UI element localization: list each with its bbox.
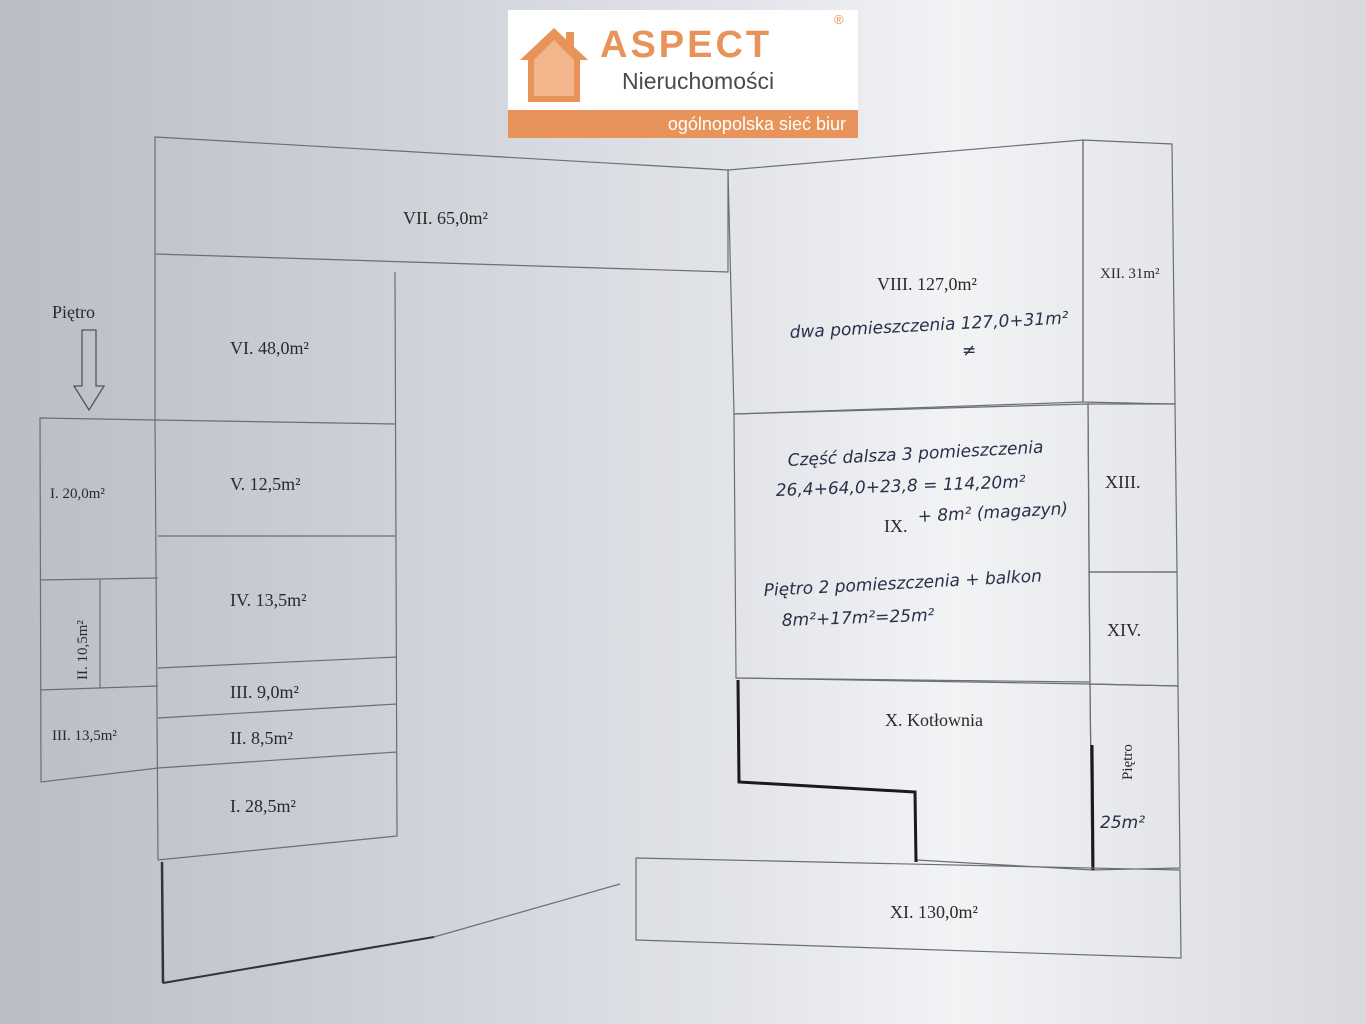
room-label-pietro-side: Piętro bbox=[1120, 744, 1136, 780]
wall-i-ii-left bbox=[39, 577, 159, 581]
room-label-xiii: XIII. bbox=[1105, 472, 1140, 492]
room-label-vii: VII. 65,0m² bbox=[403, 208, 488, 228]
room-label-iii-right: III. 9,0m² bbox=[230, 682, 299, 702]
registered-mark: ® bbox=[834, 12, 844, 27]
room-label-ix: IX. bbox=[884, 516, 908, 536]
room-xi bbox=[635, 857, 1182, 959]
note-pietro-line1: Piętro 2 pomieszczenia + balkon bbox=[763, 566, 1042, 601]
floor-note-label: Piętro bbox=[52, 302, 95, 322]
logo-brand-text: ASPECT bbox=[600, 24, 773, 66]
room-label-i-left: I. 20,0m² bbox=[50, 486, 105, 502]
room-label-iii-left: III. 13,5m² bbox=[52, 728, 117, 744]
left-entrance-bottom bbox=[162, 936, 435, 984]
note-ix-line3: + 8m² (magazyn) bbox=[917, 499, 1068, 527]
logo-subtitle: Nieruchomości bbox=[622, 68, 775, 94]
wall-iii-ii bbox=[157, 703, 398, 719]
room-label-i-right: I. 28,5m² bbox=[230, 796, 296, 816]
room-vii bbox=[154, 136, 729, 273]
floor-arrow-icon bbox=[72, 329, 106, 412]
left-entrance-bold-edge bbox=[160, 861, 165, 984]
room-x bbox=[735, 677, 1093, 871]
wall-vi-v bbox=[154, 419, 397, 425]
aspect-logo: ASPECT ® Nieruchomości ogólnopolska sieć… bbox=[508, 10, 858, 138]
room-label-v: V. 12,5m² bbox=[230, 474, 301, 494]
room-label-xi: XI. 130,0m² bbox=[890, 902, 978, 922]
house-icon bbox=[520, 28, 588, 102]
room-label-vi: VI. 48,0m² bbox=[230, 338, 309, 358]
room-label-x: X. Kotłownia bbox=[885, 710, 983, 730]
left-column-outline bbox=[154, 254, 398, 861]
boiler-room-bold-wall bbox=[736, 679, 918, 863]
pietro-side-bold-wall bbox=[1090, 744, 1095, 871]
note-pietro-line2: 8m²+17m²=25m² bbox=[781, 606, 934, 631]
left-wing-outline bbox=[39, 417, 159, 783]
wall-iv-iii bbox=[157, 656, 398, 669]
room-label-viii: VIII. 127,0m² bbox=[877, 274, 977, 294]
logo-tagline: ogólnopolska sieć biur bbox=[508, 110, 858, 138]
left-entrance-outline bbox=[161, 861, 621, 984]
room-label-ii-left: II. 10,5m² bbox=[75, 620, 91, 680]
wall-ii-iii-left bbox=[39, 685, 159, 691]
note-viii-mark: ≠ bbox=[962, 341, 976, 361]
room-label-xiv: XIV. bbox=[1107, 620, 1141, 640]
room-label-pietro-area: 25m² bbox=[1100, 813, 1145, 833]
note-viii: dwa pomieszczenia 127,0+31m² bbox=[789, 308, 1069, 343]
room-label-ii-right: II. 8,5m² bbox=[230, 728, 293, 748]
wall-ii-i bbox=[157, 751, 398, 769]
note-ix-line1: Część dalsza 3 pomieszczenia bbox=[787, 438, 1044, 471]
note-ix-line2: 26,4+64,0+23,8 = 114,20m² bbox=[775, 472, 1026, 501]
room-label-iv: IV. 13,5m² bbox=[230, 590, 307, 610]
room-label-xii: XII. 31m² bbox=[1100, 266, 1160, 282]
